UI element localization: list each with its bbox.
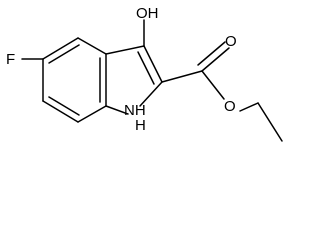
bond-carbonyl-double-b xyxy=(197,41,226,66)
bond-c2-n1 xyxy=(139,81,163,107)
bond-ch2-ch3 xyxy=(257,102,283,142)
bond-carbonyl-c-o xyxy=(201,70,225,100)
double-bond-c5-c6 xyxy=(48,44,80,64)
ester-oxygen-label: O xyxy=(224,98,236,115)
bond-n1-c7a xyxy=(105,105,129,115)
bond-c2-carbonyl-c xyxy=(161,70,203,83)
double-bond-c7-c8 xyxy=(48,96,80,116)
nh-hydrogen-label: H xyxy=(135,117,146,134)
bond-o-ch2 xyxy=(239,102,259,112)
bond-c4-c5 xyxy=(77,37,107,55)
chemical-structure-diagram: F OH NH H O O xyxy=(6,5,283,142)
molecule-bond-graph xyxy=(21,19,283,142)
hydroxyl-label: OH xyxy=(136,5,159,22)
bond-c8-c9 xyxy=(77,105,107,123)
bond-c3-c2-inner xyxy=(137,51,155,85)
fluorine-label: F xyxy=(6,51,16,68)
bond-c3-c2-outer xyxy=(143,45,163,83)
carbonyl-oxygen-label: O xyxy=(225,33,237,50)
bond-c3a-c3 xyxy=(105,45,145,55)
bond-carbonyl-double-a xyxy=(201,47,230,72)
bond-c7-c8 xyxy=(42,100,79,123)
nh-label: NH xyxy=(124,102,146,119)
bond-c5-c6 xyxy=(42,37,79,60)
